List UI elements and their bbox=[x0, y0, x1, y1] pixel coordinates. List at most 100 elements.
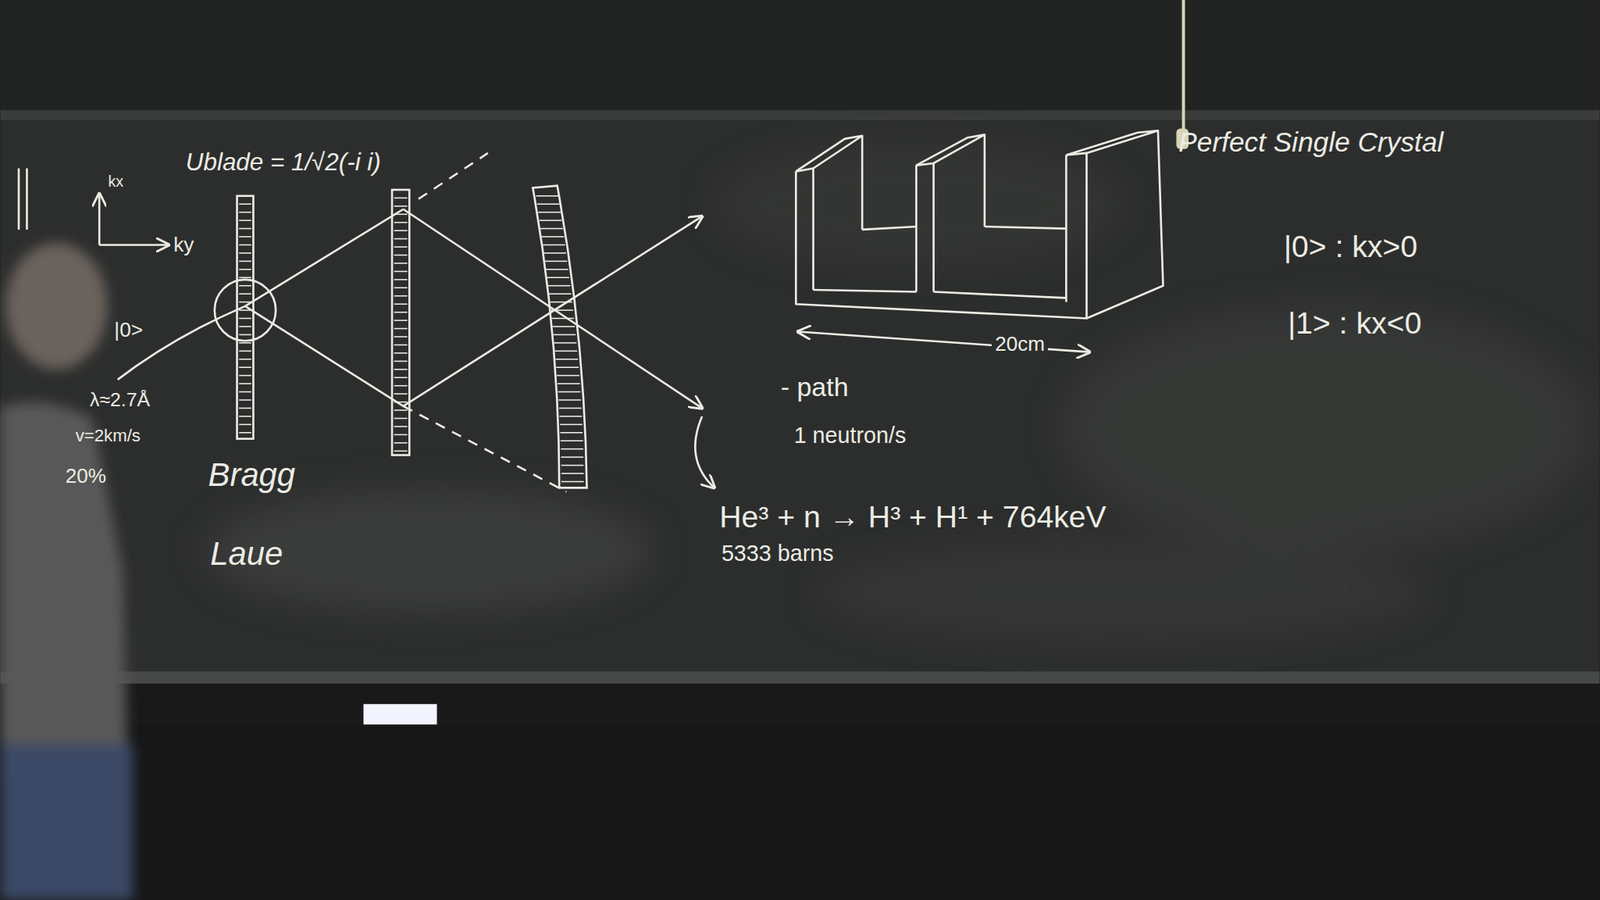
hatch-line bbox=[238, 350, 252, 353]
hatch-line bbox=[238, 407, 252, 410]
hatch-line bbox=[394, 376, 408, 378]
axis-label: kx bbox=[108, 173, 125, 191]
hatch-line bbox=[238, 268, 252, 271]
hatch-line bbox=[238, 325, 252, 328]
hatch-line bbox=[394, 360, 408, 363]
note: - path bbox=[780, 372, 849, 402]
hatch-line bbox=[394, 319, 408, 321]
hatch-line bbox=[394, 262, 408, 264]
hatch-line bbox=[559, 407, 582, 410]
hatch-line bbox=[394, 409, 408, 411]
mic-cable bbox=[1182, 0, 1186, 131]
hatch-line bbox=[238, 285, 252, 287]
hatch-line bbox=[556, 374, 580, 377]
hatch-line bbox=[541, 235, 565, 238]
hatch-line bbox=[539, 219, 563, 221]
hatch-line bbox=[561, 481, 585, 483]
state-definition: |0> : kx>0 bbox=[1283, 229, 1418, 264]
hatch-line bbox=[394, 205, 408, 207]
hatch-line bbox=[394, 254, 408, 257]
hatch-line bbox=[238, 342, 252, 344]
dimension-label: 20cm bbox=[991, 332, 1048, 356]
operator-label: Ublade = 1/√2(-i i) bbox=[185, 149, 382, 176]
hatch-line bbox=[238, 334, 252, 336]
hatch-line bbox=[538, 211, 561, 214]
flux-note: 1 neutron/s bbox=[794, 423, 907, 449]
hatch-line bbox=[394, 434, 408, 436]
neutron-paths bbox=[117, 153, 715, 492]
hatch-line bbox=[560, 439, 584, 442]
crystal-blades bbox=[237, 185, 588, 489]
hatch-line bbox=[545, 268, 569, 271]
speed-note: v=2km/s bbox=[75, 426, 141, 446]
hatch-line bbox=[238, 292, 252, 295]
hatch-line bbox=[394, 270, 408, 273]
hatch-line bbox=[394, 327, 408, 330]
blade-hatching bbox=[238, 195, 584, 482]
hatch-line bbox=[394, 392, 408, 395]
hatch-line bbox=[555, 366, 579, 368]
hatch-line bbox=[561, 464, 585, 467]
cross-section-note: 5333 barns bbox=[721, 541, 834, 567]
hatch-line bbox=[537, 203, 560, 205]
hatch-line bbox=[394, 352, 408, 354]
percent-note: 20% bbox=[65, 464, 107, 488]
hatch-line bbox=[554, 342, 578, 344]
lecturer bbox=[0, 242, 134, 900]
hatch-line bbox=[394, 368, 408, 371]
hatch-line bbox=[545, 260, 568, 263]
hatch-line bbox=[394, 221, 408, 224]
hatch-line bbox=[238, 203, 252, 205]
wall bbox=[0, 723, 1600, 900]
hatch-line bbox=[394, 335, 408, 338]
hatch-line bbox=[555, 358, 578, 360]
hatch-line bbox=[394, 238, 408, 240]
hatch-line bbox=[238, 424, 252, 426]
hatch-line bbox=[542, 244, 566, 246]
hatch-line bbox=[238, 211, 252, 214]
hatch-line bbox=[552, 325, 575, 328]
hatch-line bbox=[540, 228, 564, 230]
hatch-line bbox=[238, 374, 252, 377]
hatch-line bbox=[394, 197, 408, 200]
hatch-line bbox=[557, 382, 581, 385]
geometry-label: Bragg bbox=[208, 456, 296, 493]
hatch-line bbox=[394, 245, 408, 248]
hatch-line bbox=[238, 276, 252, 278]
hatch-line bbox=[238, 219, 252, 221]
hatch-line bbox=[394, 384, 408, 387]
wavelength-note: λ≈2.7Å bbox=[89, 388, 150, 410]
hatch-line bbox=[561, 472, 585, 474]
reaction-equation: He³ + n → H³ + H¹ + 764keV bbox=[719, 499, 1107, 534]
hatch-line bbox=[238, 399, 252, 401]
hatch-line bbox=[394, 344, 408, 346]
hatch-line bbox=[560, 456, 584, 458]
hatch-line bbox=[543, 252, 567, 254]
heading-note: Perfect Single Crystal bbox=[1178, 127, 1444, 158]
chalkboard bbox=[0, 120, 1600, 674]
hatch-line bbox=[558, 399, 581, 401]
state-definition: |1> : kx<0 bbox=[1287, 306, 1422, 340]
hatch-line bbox=[394, 441, 408, 444]
board-rail bbox=[0, 110, 1600, 121]
hatch-line bbox=[548, 292, 572, 295]
hatch-line bbox=[238, 317, 252, 320]
hatch-line bbox=[238, 391, 252, 393]
hatch-line bbox=[238, 260, 252, 263]
hatch-line bbox=[238, 415, 252, 417]
edge-marks bbox=[18, 168, 27, 230]
hatch-line bbox=[238, 431, 252, 434]
chalk-ledge bbox=[0, 670, 1600, 684]
hatch-line bbox=[238, 235, 252, 238]
hatch-line bbox=[394, 311, 408, 314]
hatch-line bbox=[559, 431, 583, 434]
hatch-line bbox=[394, 302, 408, 305]
hatch-line bbox=[394, 287, 408, 289]
hatch-line bbox=[394, 295, 408, 297]
hatch-line bbox=[548, 285, 571, 287]
hatch-line bbox=[555, 350, 578, 353]
state-label: |0> bbox=[114, 318, 143, 342]
hatch-line bbox=[546, 276, 570, 278]
